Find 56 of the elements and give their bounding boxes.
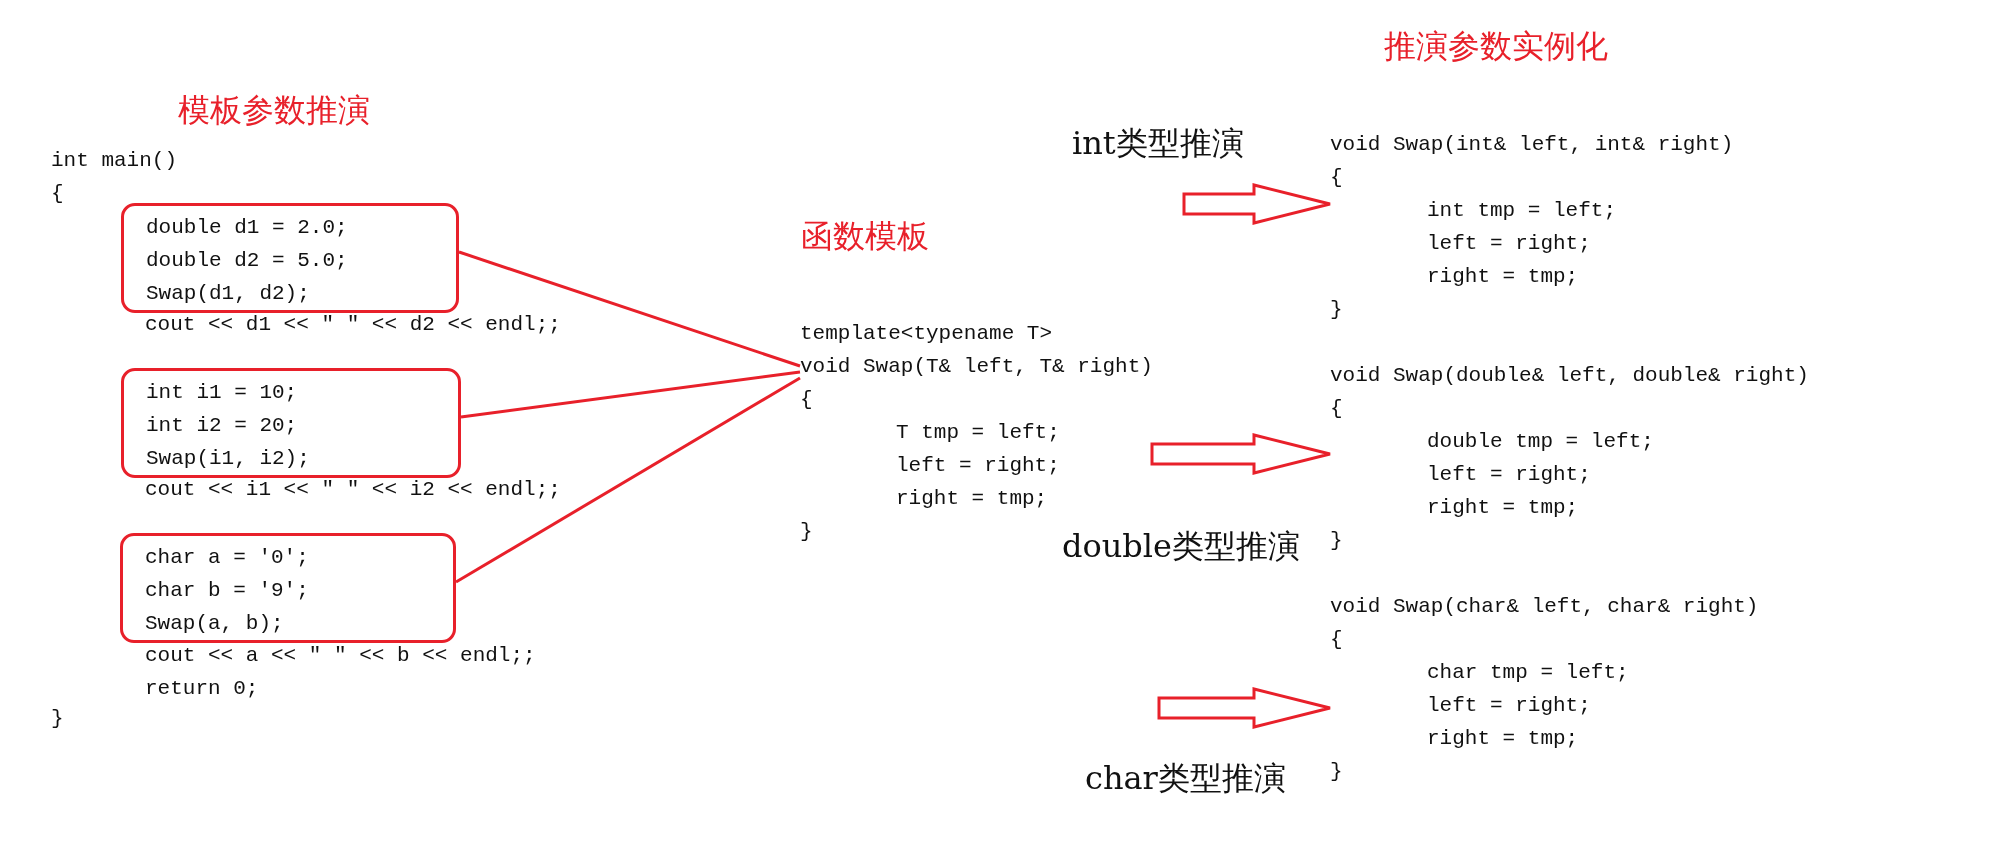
code-line: } <box>51 706 64 732</box>
code-line: left = right; <box>1427 231 1591 257</box>
block-arrow <box>1150 433 1332 475</box>
code-line: void Swap(char& left, char& right) <box>1330 594 1759 620</box>
code-line: { <box>1330 396 1343 422</box>
code-line: cout << d1 << " " << d2 << endl;; <box>145 312 561 338</box>
highlight-box <box>120 533 456 643</box>
code-line: { <box>51 181 64 207</box>
highlight-box <box>121 368 461 478</box>
code-line: void Swap(double& left, double& right) <box>1330 363 1809 389</box>
block-arrow <box>1182 183 1332 225</box>
code-line: template<typename T> <box>800 321 1053 347</box>
code-line: char a = '0'; <box>145 545 309 571</box>
code-line: Swap(i1, i2); <box>146 446 310 472</box>
code-line: left = right; <box>1427 693 1591 719</box>
code-line: char b = '9'; <box>145 578 309 604</box>
code-line: double tmp = left; <box>1427 429 1654 455</box>
code-line: void Swap(int& left, int& right) <box>1330 132 1734 158</box>
heading: 模板参数推演 <box>178 90 370 130</box>
code-line: cout << a << " " << b << endl;; <box>145 643 536 669</box>
code-line: } <box>1330 759 1343 785</box>
code-line: double d1 = 2.0; <box>146 215 348 241</box>
heading: int类型推演 <box>1072 123 1244 163</box>
connector-line <box>460 370 801 419</box>
code-line: } <box>1330 528 1343 554</box>
code-line: { <box>800 387 813 413</box>
code-line: void Swap(T& left, T& right) <box>800 354 1153 380</box>
heading: 推演参数实例化 <box>1384 26 1608 66</box>
code-line: right = tmp; <box>1427 726 1579 752</box>
code-line: { <box>1330 627 1343 653</box>
code-line: right = tmp; <box>1427 495 1579 521</box>
code-line: Swap(d1, d2); <box>146 281 310 307</box>
connector-line <box>455 376 801 584</box>
code-line: int main() <box>51 148 178 174</box>
code-line: { <box>1330 165 1343 191</box>
code-line: double d2 = 5.0; <box>146 248 348 274</box>
block-arrow <box>1157 687 1332 729</box>
heading: double类型推演 <box>1062 526 1300 566</box>
code-line: int i2 = 20; <box>146 413 298 439</box>
heading: 函数模板 <box>801 216 929 256</box>
code-line: right = tmp; <box>1427 264 1579 290</box>
code-line: int tmp = left; <box>1427 198 1617 224</box>
code-line: left = right; <box>1427 462 1591 488</box>
code-line: Swap(a, b); <box>145 611 284 637</box>
code-line: T tmp = left; <box>896 420 1060 446</box>
code-line: cout << i1 << " " << i2 << endl;; <box>145 477 561 503</box>
code-line: } <box>800 519 813 545</box>
code-line: char tmp = left; <box>1427 660 1629 686</box>
connector-line <box>458 250 801 368</box>
heading: char类型推演 <box>1085 758 1286 798</box>
code-line: int i1 = 10; <box>146 380 298 406</box>
code-line: right = tmp; <box>896 486 1048 512</box>
code-line: left = right; <box>896 453 1060 479</box>
code-line: } <box>1330 297 1343 323</box>
code-line: return 0; <box>145 676 259 702</box>
highlight-box <box>121 203 459 313</box>
